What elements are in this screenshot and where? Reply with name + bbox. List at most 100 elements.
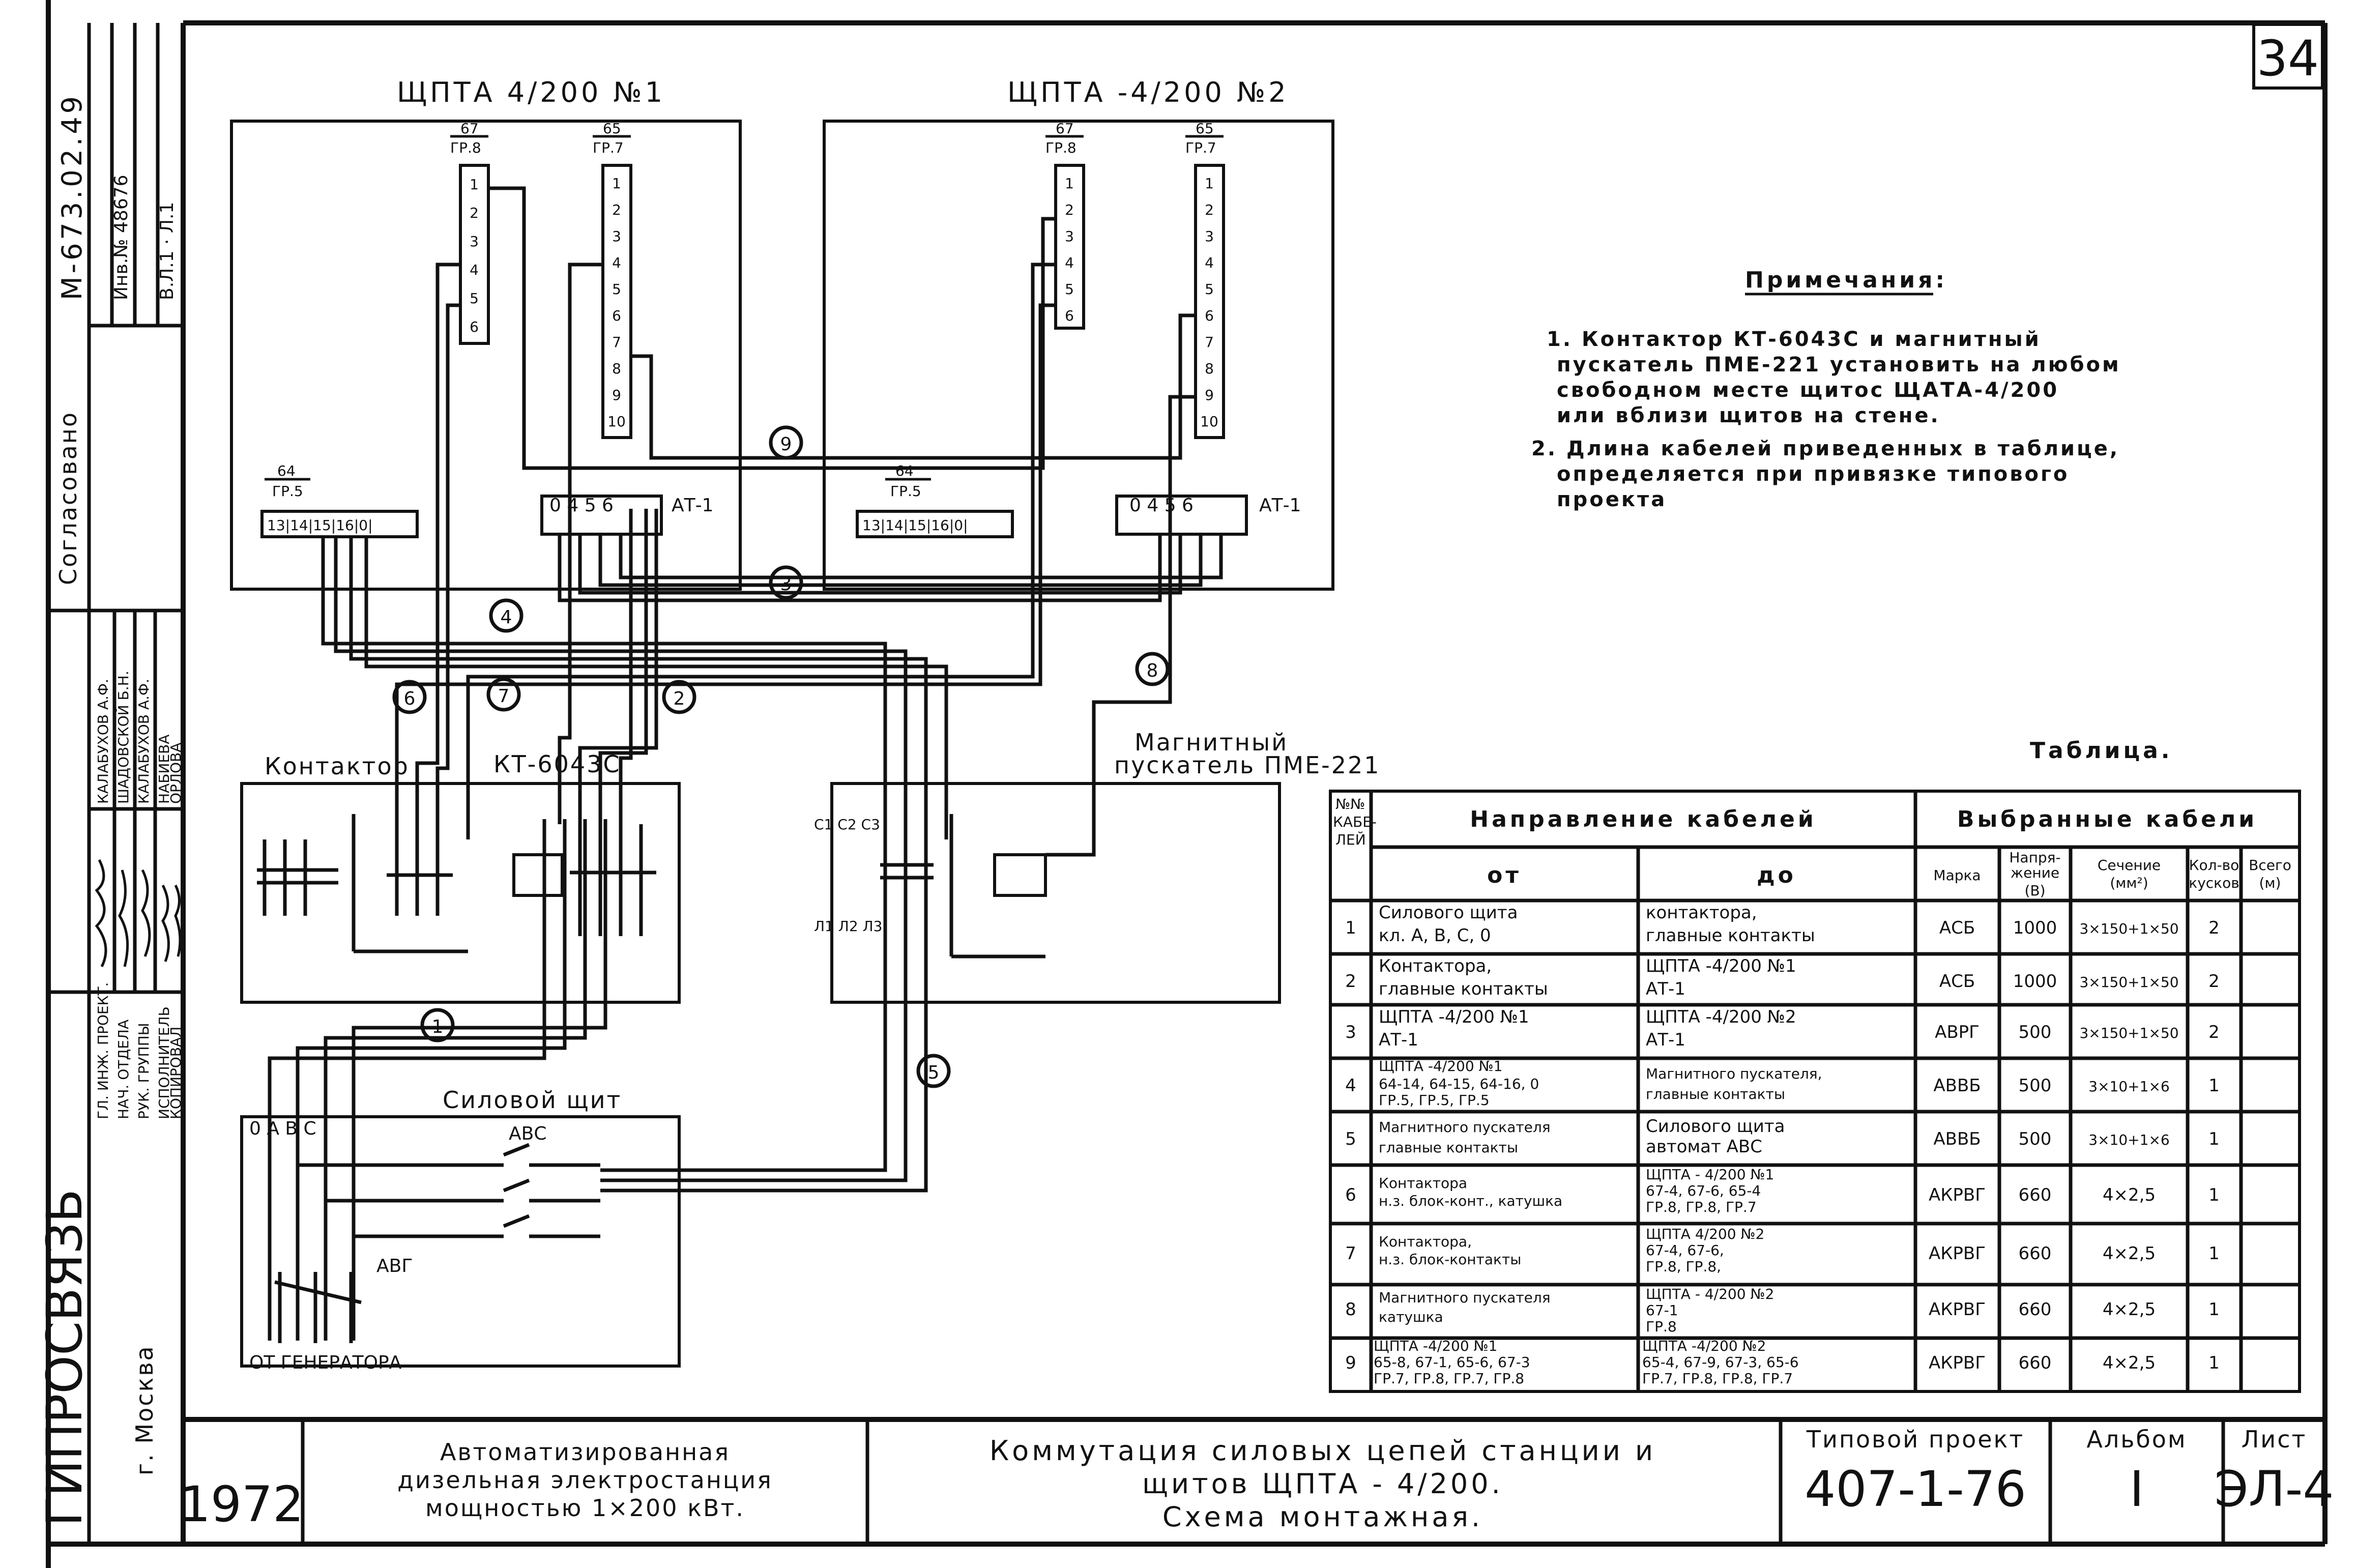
svg-text:6: 6 — [404, 688, 416, 709]
row-9-num: 9 — [1345, 1353, 1356, 1373]
row-9-to-1: ЩПТА -4/200 №2 — [1642, 1338, 1766, 1354]
side-stamp-block: ГИПРОСВЯЗЬ г. Москва М-673.02.49 Инв.№ 4… — [36, 23, 184, 1544]
note-line-7: проекта — [1557, 488, 1667, 511]
drawing-name-2: щитов ЩПТА - 4/200. — [1142, 1468, 1503, 1500]
row-2-mark: АСБ — [1939, 971, 1975, 992]
row-9-to-3: ГР.7, ГР.8, ГР.8, ГР.7 — [1642, 1370, 1793, 1387]
row-1-mark: АСБ — [1939, 918, 1975, 938]
row-8-section: 4×2,5 — [2103, 1299, 2156, 1320]
panel-2-grp7-num: 65 — [1196, 120, 1214, 137]
svg-text:3: 3 — [612, 228, 621, 245]
panel-1-grp5-label: ГР.5 — [272, 483, 303, 500]
row-9-voltage: 660 — [2019, 1353, 2052, 1373]
sheet-label: Лист — [2242, 1426, 2307, 1453]
panel-1-grp8-label: ГР.8 — [450, 139, 481, 156]
th-voltage-2: жение — [2011, 864, 2059, 881]
inventory-number: Инв.№ 48676 — [111, 175, 132, 300]
svg-text:6: 6 — [470, 318, 479, 335]
panel-1-grp7-label: ГР.7 — [593, 139, 624, 156]
cable-marker-5: 5 — [916, 1054, 951, 1088]
panel-2-grp7-label: ГР.7 — [1185, 139, 1216, 156]
svg-text:1: 1 — [470, 176, 479, 193]
phase-labels: 0 А В С — [249, 1118, 316, 1139]
note-line-5: 2. Длина кабелей приведенных в таблице, — [1531, 437, 2119, 460]
row-2-from-2: главные контакты — [1379, 979, 1548, 999]
project-name-3: мощностью 1×200 кВт. — [425, 1494, 745, 1522]
row-7-from-2: н.з. блок-контакты — [1379, 1251, 1521, 1268]
role-3: РУК. ГРУППЫ — [135, 1023, 152, 1119]
signature-2 — [118, 869, 129, 967]
panel-2-at1-label: АТ-1 — [1259, 495, 1301, 516]
panel-2-at1-nums: 0 4 5 6 — [1129, 495, 1194, 516]
row-8-num: 8 — [1345, 1299, 1356, 1320]
contactor-coil — [512, 853, 564, 897]
row-5-to-1: Силового щита — [1646, 1116, 1785, 1137]
starter-label-2: пускатель ПМЕ-221 — [1114, 751, 1381, 779]
panel-2-grp5-strip — [856, 510, 1014, 538]
th-total-1: Всего — [2249, 857, 2291, 874]
th-voltage-1: Напря- — [2009, 849, 2060, 866]
row-9-section: 4×2,5 — [2103, 1353, 2156, 1373]
project-name-2: дизельная электростанция — [397, 1466, 773, 1494]
th-selected: Выбранные кабели — [1957, 806, 2257, 832]
row-1-to-1: контактора, — [1646, 903, 1757, 923]
th-to: до — [1757, 862, 1796, 888]
row-2-section: 3×150+1×50 — [2079, 974, 2178, 991]
project-name-1: Автоматизированная — [440, 1438, 730, 1466]
sheet-value: ЭЛ-4 — [2215, 1461, 2334, 1518]
th-section-1: Сечение — [2098, 857, 2161, 874]
note-line-3: свободном месте щитос ЩАТА-4/200 — [1557, 379, 2059, 402]
svg-text:7: 7 — [498, 686, 510, 707]
svg-text:3: 3 — [470, 233, 479, 250]
row-2-from-1: Контактора, — [1379, 956, 1492, 976]
agreed-label: Согласовано — [54, 411, 82, 585]
row-3-section: 3×150+1×50 — [2079, 1025, 2178, 1041]
row-7-voltage: 660 — [2019, 1243, 2052, 1264]
th-num-3: ЛЕЙ — [1335, 831, 1366, 848]
panel-1-grp5-num: 64 — [277, 462, 296, 479]
svg-text:6: 6 — [612, 307, 621, 324]
panel-1-title: ЩПТА 4/200 №1 — [397, 76, 665, 108]
row-4-from-1: ЩПТА -4/200 №1 — [1379, 1058, 1502, 1075]
row-9-from-2: 65-8, 67-1, 65-6, 67-3 — [1374, 1354, 1530, 1371]
cable-marker-2: 2 — [662, 680, 696, 714]
row-7-count: 1 — [2208, 1243, 2220, 1264]
row-2-to-2: АТ-1 — [1646, 979, 1685, 999]
svg-text:5: 5 — [612, 281, 621, 298]
panel-2-grp5-terms: 13|14|15|16|0| — [862, 517, 968, 534]
row-2-to-1: ЩПТА -4/200 №1 — [1646, 956, 1796, 976]
row-1-num: 1 — [1345, 918, 1356, 938]
breaker-avs-label: АВС — [509, 1123, 546, 1144]
row-6-count: 1 — [2208, 1185, 2220, 1205]
svg-text:8: 8 — [1147, 660, 1158, 681]
row-8-from-1: Магнитного пускателя — [1379, 1289, 1551, 1306]
cable-marker-4: 4 — [489, 598, 523, 633]
svg-text:9: 9 — [780, 434, 792, 455]
row-3-count: 2 — [2208, 1022, 2220, 1042]
signature-1 — [95, 859, 107, 968]
role-2: НАЧ. ОТДЕЛА — [115, 1020, 132, 1119]
svg-text:3: 3 — [1205, 228, 1214, 245]
svg-text:2: 2 — [1065, 201, 1074, 218]
svg-text:5: 5 — [1065, 281, 1074, 298]
th-mark: Марка — [1933, 867, 1981, 884]
panel-2-grp5-num: 64 — [895, 462, 914, 479]
svg-text:9: 9 — [1205, 387, 1214, 403]
svg-text:4: 4 — [1065, 254, 1074, 271]
row-9-to-2: 65-4, 67-9, 67-3, 65-6 — [1642, 1354, 1799, 1371]
name-1: КАЛАБУХОВ А.Ф. — [95, 679, 111, 804]
row-7-to-1: ЩПТА 4/200 №2 — [1646, 1226, 1764, 1242]
signature-3 — [141, 869, 151, 957]
org-name: ГИПРОСВЯЗЬ — [36, 1189, 93, 1526]
row-3-from-2: АТ-1 — [1379, 1030, 1418, 1050]
svg-text:2: 2 — [1205, 201, 1214, 218]
row-6-mark: АКРВГ — [1929, 1185, 1986, 1205]
row-3-to-2: АТ-1 — [1646, 1030, 1685, 1050]
svg-text:1: 1 — [432, 1017, 444, 1037]
svg-text:10: 10 — [1200, 413, 1218, 430]
row-9-mark: АКРВГ — [1929, 1353, 1986, 1373]
row-3-num: 3 — [1345, 1022, 1356, 1042]
panel-2-enclosure: ЩПТА -4/200 №2 67 ГР.8 65 ГР.7 1 2 3 4 5… — [823, 76, 1334, 591]
panel-1-strip8-labels: 1 2 3 4 5 6 — [470, 176, 479, 335]
